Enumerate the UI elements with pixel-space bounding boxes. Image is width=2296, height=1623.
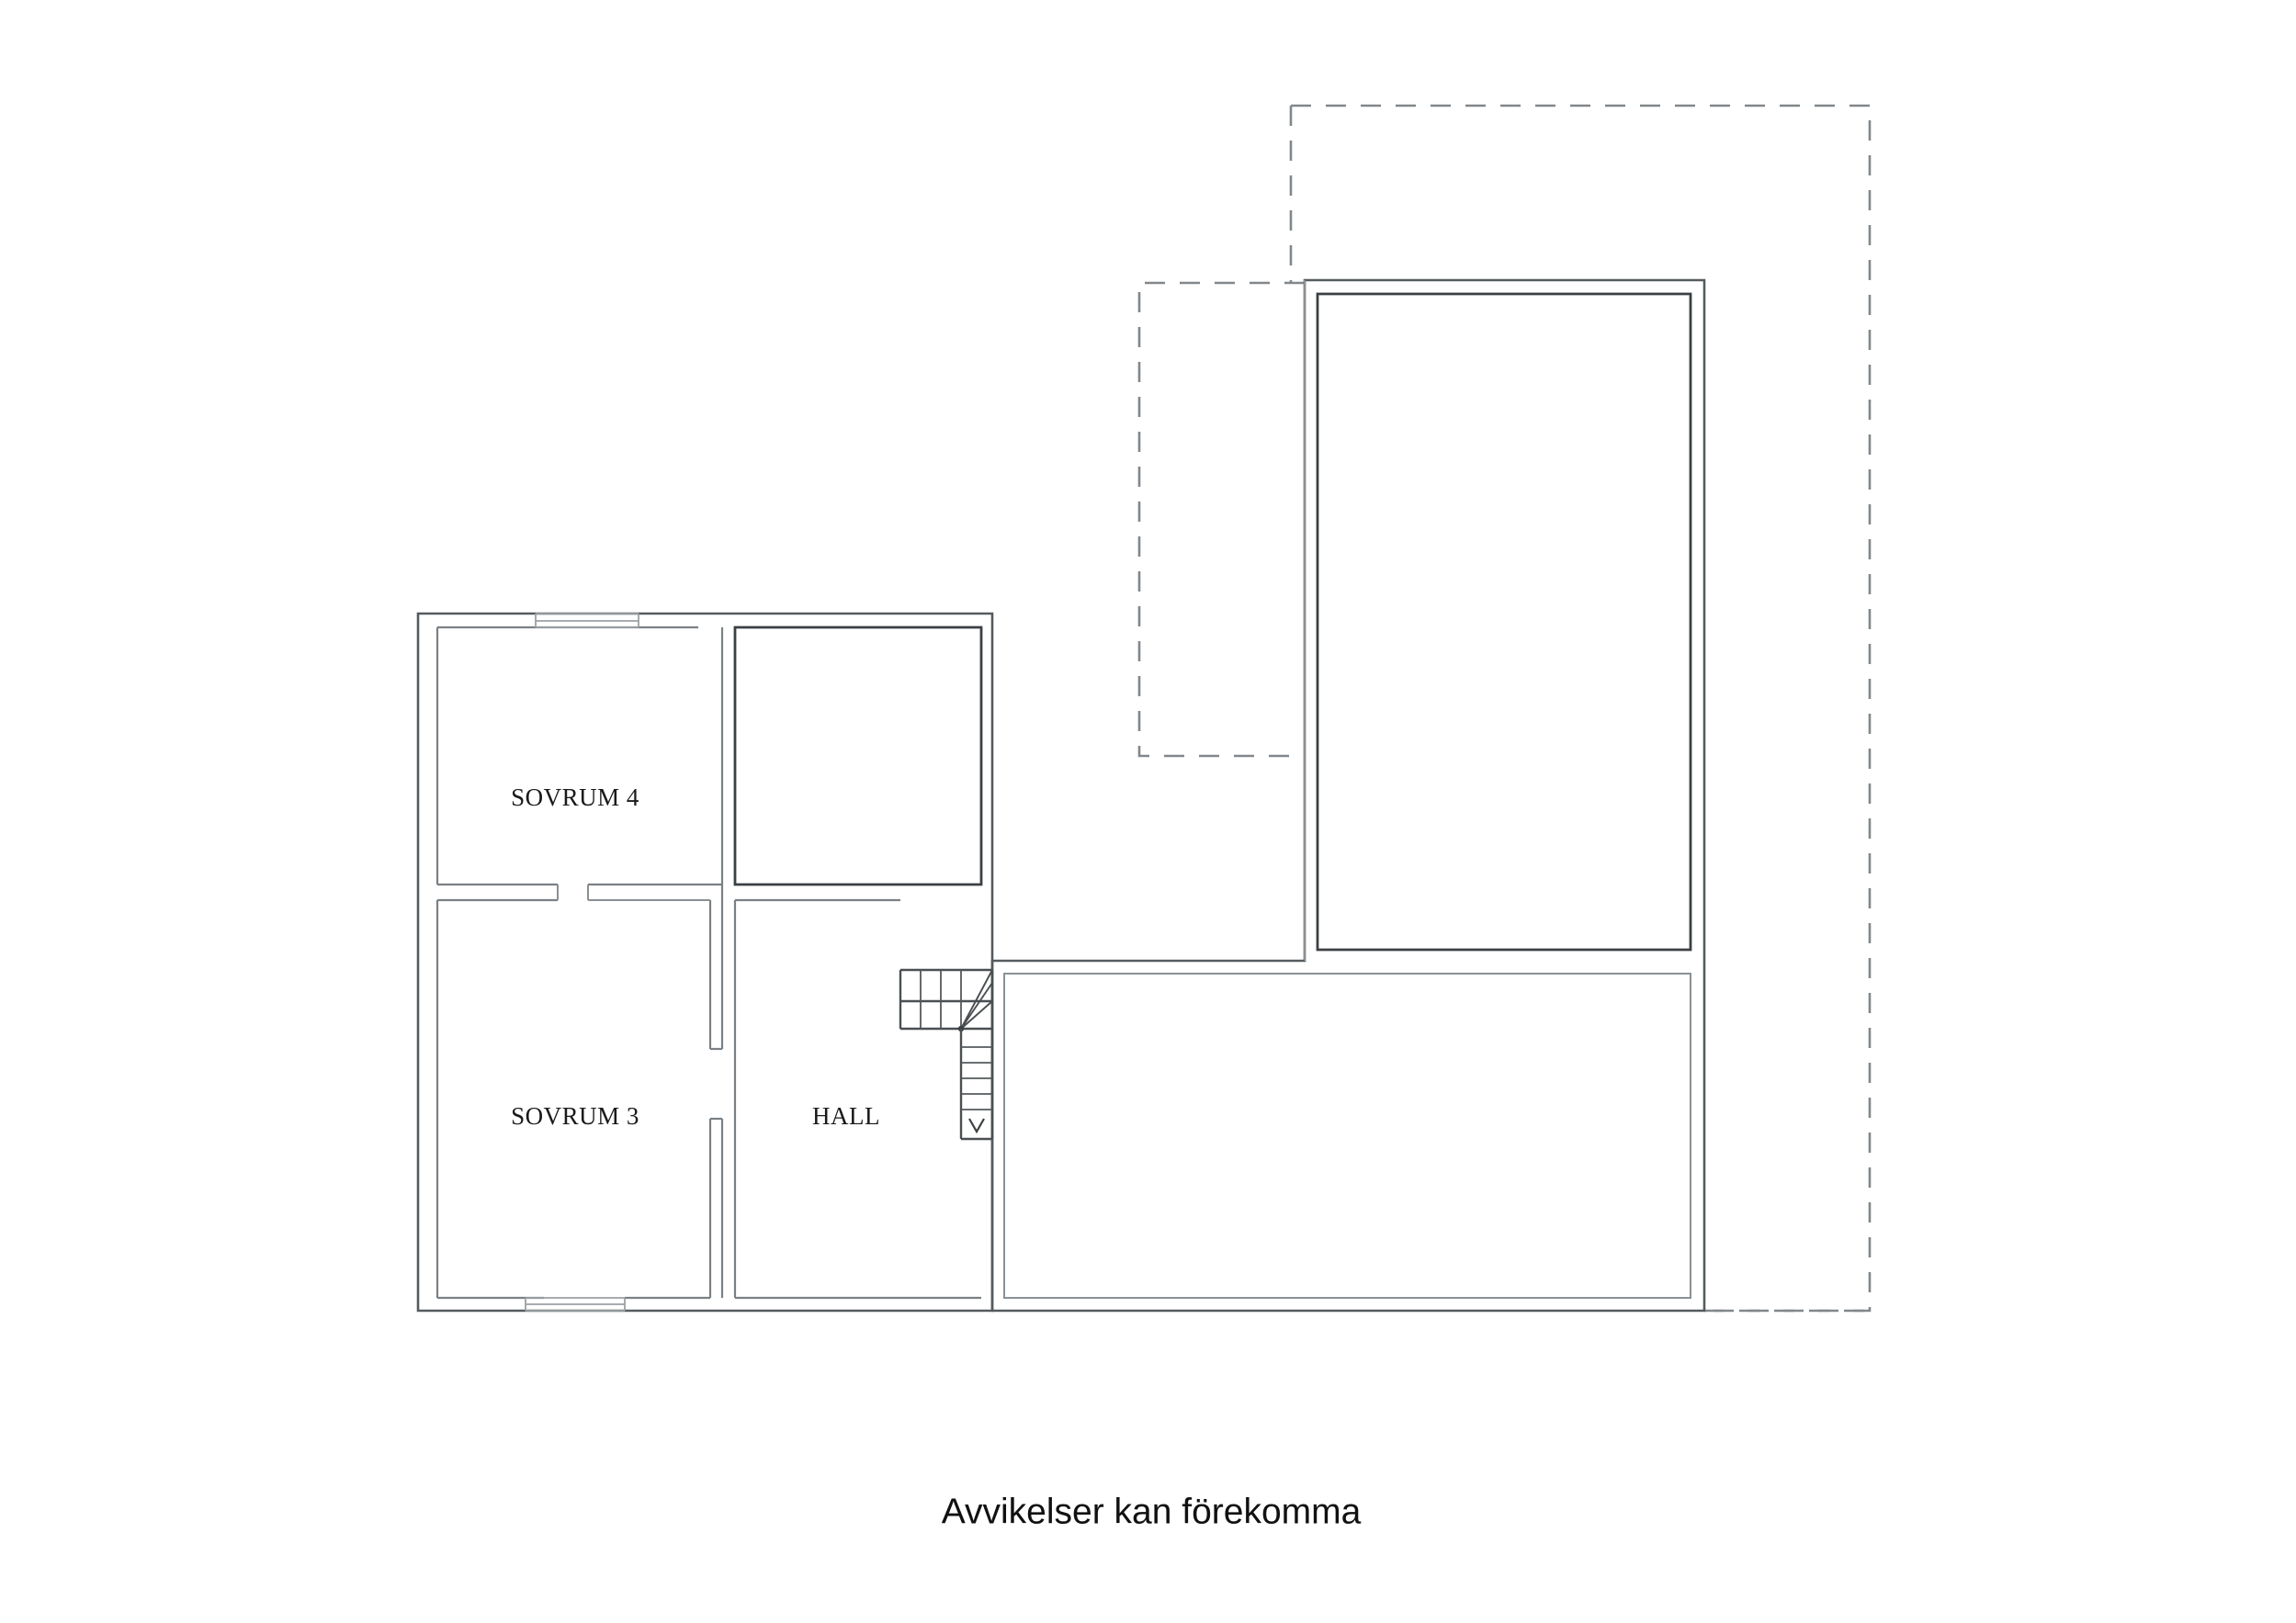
- stair-winder-block: [899, 968, 992, 1031]
- stair-direction-arrow-icon: [968, 1118, 985, 1134]
- staircase: [899, 968, 994, 1141]
- room-label-sovrum-4: SOVRUM 4: [511, 783, 639, 811]
- room-label-sovrum-3: SOVRUM 3: [511, 1102, 639, 1130]
- dashed-outline-large: [1289, 104, 1872, 1313]
- left-block-inner-walls: [435, 626, 983, 1300]
- room-label-hall: HALL: [812, 1102, 880, 1130]
- right-wing-walls: [990, 278, 1706, 1313]
- stair-winder-rays: [957, 969, 993, 1032]
- window-bottom: [525, 1297, 626, 1312]
- plan-caption: Avvikelser kan förekomma: [942, 1492, 1362, 1531]
- stair-straight-flight: [959, 970, 994, 1141]
- window-top: [535, 613, 639, 628]
- dashed-outline-small: [1137, 281, 1305, 758]
- left-block-outer-wall: [416, 612, 994, 1313]
